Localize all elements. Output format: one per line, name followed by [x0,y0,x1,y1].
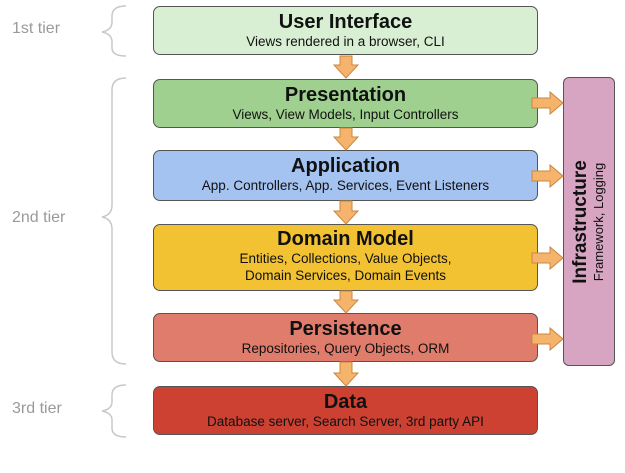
infrastructure-subtitle: Framework, Logging [591,162,606,281]
layer-subtitle: Views, View Models, Input Controllers [232,107,459,122]
brace-1st-tier [101,5,127,57]
tier-braces [101,5,127,438]
layer-title: User Interface [278,11,413,33]
layer-title: Data [323,391,368,413]
infrastructure-title: Infrastructure [570,159,591,284]
layer-subtitle: Views rendered in a browser, CLI [246,34,445,49]
layer-subtitle: Database server, Search Server, 3rd part… [207,414,484,429]
layer-application: Application App. Controllers, App. Servi… [153,150,538,201]
layer-subtitle-line1: Entities, Collections, Value Objects, [239,251,452,266]
arrow-down-ui-presentation [332,55,360,79]
layer-user-interface: User Interface Views rendered in a brows… [153,6,538,55]
tier-label-3rd: 3rd tier [12,400,62,417]
tier-label-2nd: 2nd tier [12,209,66,226]
infrastructure-label: Infrastructure Framework, Logging [570,159,607,284]
arrow-down-presentation-application [332,127,360,151]
layer-subtitle-line2: Domain Services, Domain Events [244,268,447,283]
layer-domain-model: Domain Model Entities, Collections, Valu… [153,224,538,291]
arrow-down-application-domain [332,200,360,225]
arrow-down-persistence-data [332,361,360,387]
brace-2nd-tier [101,77,127,365]
layer-presentation: Presentation Views, View Models, Input C… [153,79,538,128]
layer-title: Presentation [284,84,407,106]
layer-title: Application [291,155,400,177]
layer-title: Persistence [289,318,402,340]
layer-title: Domain Model [277,228,414,250]
tier-label-1st: 1st tier [12,20,61,37]
brace-3rd-tier [101,384,127,438]
layer-subtitle: Repositories, Query Objects, ORM [241,341,450,356]
layer-subtitle: App. Controllers, App. Services, Event L… [201,178,490,193]
layer-infrastructure: Infrastructure Framework, Logging [563,77,615,366]
layer-data: Data Database server, Search Server, 3rd… [153,386,538,435]
layer-persistence: Persistence Repositories, Query Objects,… [153,313,538,362]
arrow-down-domain-persistence [332,290,360,314]
